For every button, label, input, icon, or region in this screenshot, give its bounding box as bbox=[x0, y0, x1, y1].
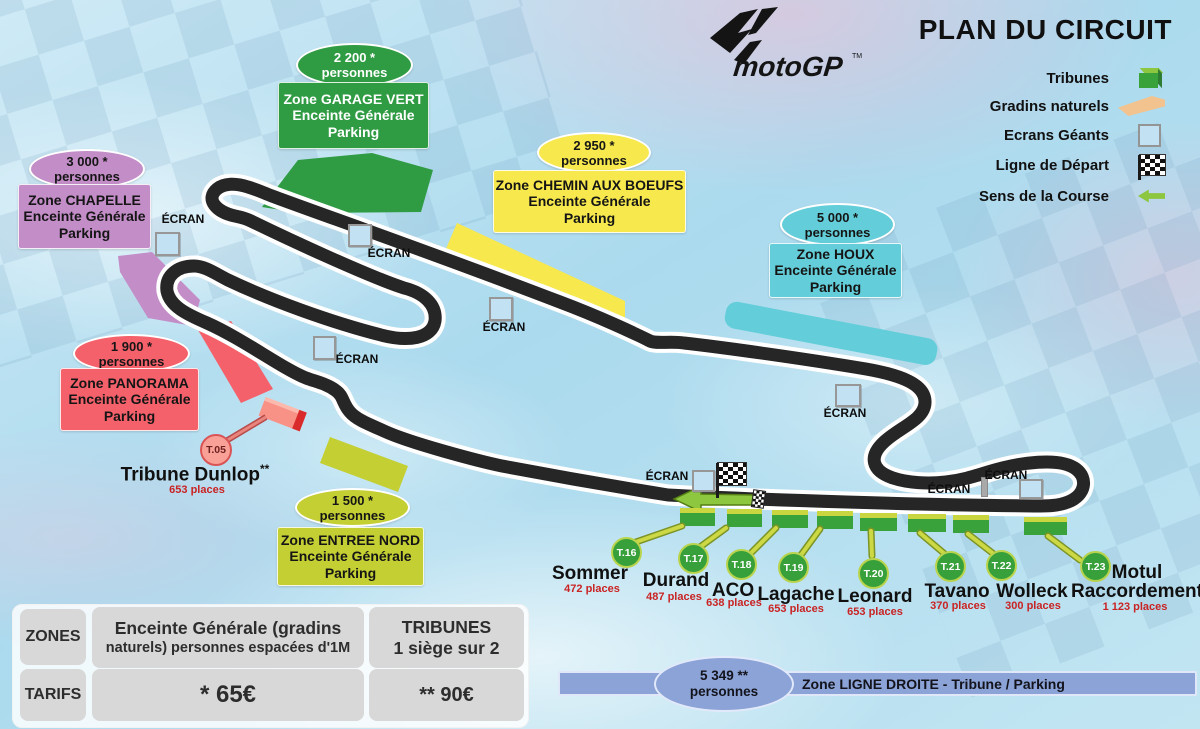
zone-chemin-capacity: 2 950 *personnes bbox=[537, 132, 651, 173]
screen-label: ÉCRAN bbox=[645, 469, 689, 483]
screen-label: ÉCRAN bbox=[161, 212, 205, 226]
tribune-name: Sommer bbox=[551, 563, 629, 584]
svg-text:TM: TM bbox=[852, 53, 862, 60]
tribune-places: 1 123 places bbox=[1102, 601, 1168, 613]
tribune-name: Lagache bbox=[757, 584, 835, 605]
pricing-tarif-enceinte: * 65€ bbox=[92, 669, 364, 721]
panorama-area bbox=[198, 321, 273, 403]
legend-label-depart: Ligne de Départ bbox=[995, 156, 1109, 174]
pricing-tribunes-cell: TRIBUNES 1 siège sur 2 bbox=[369, 607, 524, 668]
motogp-logo: motoGP TM bbox=[710, 7, 862, 82]
tribune-places: 370 places bbox=[930, 600, 986, 612]
tribune-places: 487 places bbox=[646, 591, 702, 603]
legend-label-ecrans: Ecrans Géants bbox=[1003, 126, 1109, 144]
zone-garage-vert-capacity: 2 200 *personnes bbox=[296, 43, 413, 87]
legend-row-depart: Ligne de Départ bbox=[995, 153, 1168, 180]
grandstand-boxes bbox=[680, 508, 1067, 535]
gradins-swatch-icon bbox=[1118, 96, 1165, 116]
screen-label: ÉCRAN bbox=[927, 482, 971, 496]
pricing-tarif-tribunes: ** 90€ bbox=[369, 669, 524, 721]
tribune-badge-t21: T.21 bbox=[935, 551, 966, 582]
svg-text:motoGP: motoGP bbox=[732, 51, 844, 82]
pricing-tarifs-header: TARIFS bbox=[20, 669, 86, 721]
pricing-enceinte-cell: Enceinte Générale (gradins naturels) per… bbox=[92, 607, 364, 668]
tribune-dunlop-pointer-fill bbox=[225, 415, 267, 443]
tribune-dunlop-places: 653 places bbox=[169, 484, 225, 496]
legend-row-gradins: Gradins naturels bbox=[990, 94, 1168, 118]
tribune-dunlop-name: Tribune Dunlop** bbox=[120, 462, 270, 486]
screen-label: ÉCRAN bbox=[335, 352, 379, 366]
screen-label: ÉCRAN bbox=[367, 246, 411, 260]
checkered-flag-icon bbox=[1138, 154, 1166, 180]
legend-row-ecrans: Ecrans Géants bbox=[1004, 123, 1168, 147]
tribune-name: Tavano bbox=[924, 581, 990, 602]
screen-icon bbox=[835, 384, 861, 407]
direction-arrow-icon bbox=[1138, 189, 1165, 203]
screen-icon bbox=[489, 297, 513, 321]
tribune-places: 638 places bbox=[706, 597, 762, 609]
tribune-badge-t23: T.23 bbox=[1080, 551, 1111, 582]
screen-icon bbox=[155, 232, 180, 256]
screen-icon bbox=[1019, 479, 1043, 499]
legend-label-gradins: Gradins naturels bbox=[989, 97, 1109, 115]
zone-panorama-capacity: 1 900 *personnes bbox=[73, 334, 190, 373]
screen-label: ÉCRAN bbox=[482, 320, 526, 334]
screen-swatch-icon bbox=[1138, 123, 1161, 147]
tribune-name: Leonard bbox=[837, 586, 913, 607]
tribune-badge-t05: T.05 bbox=[200, 434, 232, 466]
tribune-dunlop-box bbox=[258, 396, 307, 432]
badge-connectors bbox=[629, 522, 1084, 564]
tribune-name: ACO bbox=[711, 580, 755, 601]
screen-label: ÉCRAN bbox=[984, 468, 1028, 482]
entree-nord-area bbox=[320, 437, 408, 492]
tribune-places: 653 places bbox=[847, 606, 903, 618]
tribune-places: 653 places bbox=[768, 603, 824, 615]
zone-chapelle-capacity: 3 000 *personnes bbox=[29, 149, 145, 189]
legend-row-tribunes: Tribunes bbox=[1046, 66, 1168, 90]
tribune-places: 472 places bbox=[564, 583, 620, 595]
zone-houx-capacity: 5 000 *personnes bbox=[780, 203, 895, 246]
screen-icon bbox=[313, 336, 336, 360]
page-title: PLAN DU CIRCUIT bbox=[918, 14, 1172, 45]
screen-icon bbox=[348, 224, 372, 247]
screen-post-icon bbox=[981, 477, 988, 497]
tribune-name: Motul bbox=[1111, 562, 1163, 583]
zone-entree-nord-capacity: 1 500 *personnes bbox=[295, 488, 410, 527]
screen-icon bbox=[692, 470, 715, 492]
tribune-badge-t16: T.16 bbox=[611, 537, 642, 568]
tribune-badge-t19: T.19 bbox=[778, 552, 809, 583]
tribune-badge-t18: T.18 bbox=[726, 549, 757, 580]
legend-row-sens: Sens de la Course bbox=[979, 184, 1168, 208]
tribune-name: Wolleck bbox=[996, 581, 1068, 602]
zone-ligne-droite-capacity: 5 349 ** personnes bbox=[654, 656, 794, 712]
start-line bbox=[750, 489, 767, 509]
start-flag-icon bbox=[716, 462, 747, 498]
pricing-table: ZONES Enceinte Générale (gradins naturel… bbox=[12, 604, 529, 728]
screen-label: ÉCRAN bbox=[823, 406, 867, 420]
zone-ligne-droite-label: Zone LIGNE DROITE - Tribune / Parking bbox=[802, 675, 1065, 692]
track bbox=[160, 177, 1090, 513]
tribune-badge-t22: T.22 bbox=[986, 550, 1017, 581]
tribune-badge-t17: T.17 bbox=[678, 543, 709, 574]
tribune-badge-t20: T.20 bbox=[858, 558, 889, 589]
houx-area bbox=[724, 301, 938, 365]
tribune-name-line2: Raccordement bbox=[1071, 581, 1200, 602]
legend-label-sens: Sens de la Course bbox=[978, 187, 1109, 205]
tribune-swatch-icon bbox=[1139, 72, 1158, 88]
tribune-name: Durand bbox=[642, 570, 710, 591]
tribune-places: 300 places bbox=[1005, 600, 1061, 612]
legend-label-tribunes: Tribunes bbox=[1046, 69, 1109, 87]
pricing-zones-header: ZONES bbox=[20, 609, 86, 665]
